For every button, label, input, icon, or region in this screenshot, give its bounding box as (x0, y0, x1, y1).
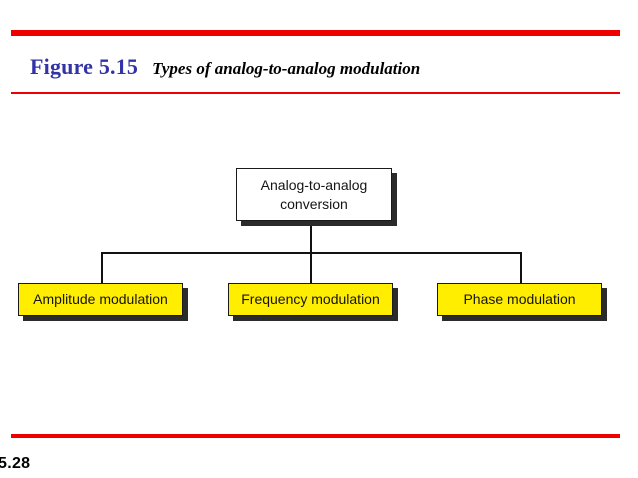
title-underline-rule (11, 92, 620, 94)
node-root-label: Analog-to-analog conversion (255, 176, 374, 214)
node-analog-to-analog-conversion: Analog-to-analog conversion (236, 168, 392, 221)
connector-drop-frequency (310, 252, 312, 285)
node-amplitude-modulation-label: Amplitude modulation (33, 291, 168, 308)
page-title: Figure 5.15 Types of analog-to-analog mo… (30, 54, 420, 84)
node-frequency-modulation: Frequency modulation (228, 283, 393, 316)
figure-number-label: Figure 5.15 (30, 54, 139, 79)
node-root-label-line1: Analog-to-analog (260, 176, 368, 193)
figure-caption-text: Types of analog-to-analog modulation (152, 59, 421, 78)
node-phase-modulation: Phase modulation (437, 283, 602, 316)
connector-drop-phase (520, 252, 522, 285)
node-amplitude-modulation: Amplitude modulation (18, 283, 183, 316)
connector-root-stem (310, 221, 312, 254)
node-frequency-modulation-label: Frequency modulation (241, 291, 380, 308)
top-accent-rule (11, 30, 620, 36)
connector-drop-amplitude (101, 252, 103, 285)
node-root-label-line2: conversion (280, 195, 348, 212)
page-number: 5.28 (0, 455, 31, 472)
node-phase-modulation-label: Phase modulation (463, 291, 576, 308)
bottom-accent-rule (11, 434, 620, 438)
